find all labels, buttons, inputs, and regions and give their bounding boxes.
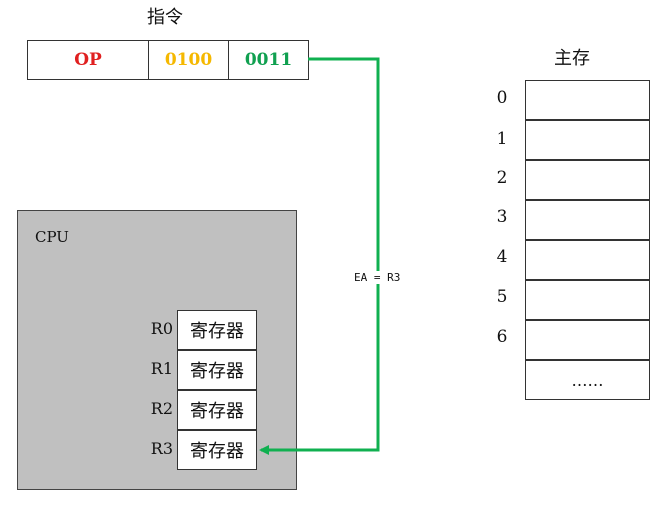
op-field-text: OP (74, 50, 102, 70)
memory-cell-3 (525, 200, 650, 240)
register-label-r0: R0 (150, 319, 173, 338)
register-label-r1: R1 (150, 359, 173, 378)
ea-label: EA = R3 (352, 271, 403, 284)
address-field-text: 0011 (244, 50, 293, 70)
memory-address-1: 1 (496, 129, 508, 149)
memory-title: 主存 (554, 48, 590, 69)
memory-cell-6 (525, 320, 650, 360)
memory-cell-4 (525, 240, 650, 280)
ea-arrow-line (259, 57, 380, 455)
register-r0: 寄存器 (177, 310, 257, 350)
register-r1-content: 寄存器 (190, 361, 244, 382)
memory-address-6: 6 (496, 327, 508, 347)
register-r3: 寄存器 (177, 430, 257, 470)
register-label-r2: R2 (150, 399, 173, 418)
memory-ellipsis-text: …… (571, 370, 604, 390)
memory-cell-1 (525, 120, 650, 160)
memory-address-0: 0 (496, 88, 508, 108)
mode-field-text: 0100 (164, 50, 213, 70)
register-r2-content: 寄存器 (190, 401, 244, 422)
memory-address-5: 5 (496, 287, 508, 307)
register-r2: 寄存器 (177, 390, 257, 430)
register-r0-content: 寄存器 (190, 321, 244, 342)
memory-cell-2 (525, 160, 650, 200)
register-label-r3: R3 (150, 439, 173, 458)
memory-cell-0 (525, 80, 650, 120)
register-r3-content: 寄存器 (190, 441, 244, 462)
memory-cell-5 (525, 280, 650, 320)
memory-address-2: 2 (496, 168, 508, 188)
register-r1: 寄存器 (177, 350, 257, 390)
memory-cell-ellipsis: …… (525, 360, 650, 400)
memory-address-3: 3 (496, 207, 508, 227)
instruction-title: 指令 (147, 7, 183, 28)
instruction-address-field: 0011 (228, 40, 309, 80)
cpu-label: CPU (35, 228, 69, 246)
memory-address-4: 4 (496, 247, 508, 267)
